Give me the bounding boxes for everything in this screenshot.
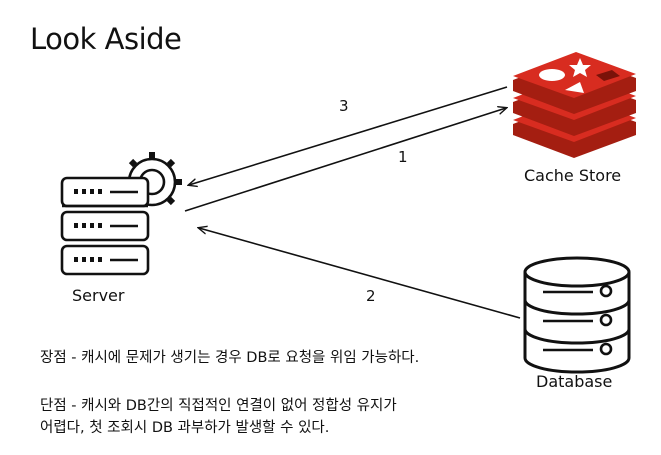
server-label: Server xyxy=(72,286,125,305)
arrow-2-database-to-server xyxy=(199,228,521,319)
step-label-3: 3 xyxy=(339,97,349,115)
step-label-1: 1 xyxy=(398,148,408,166)
cons-note-line1: 단점 - 캐시와 DB간의 직접적인 연결이 없어 정합성 유지가 xyxy=(40,398,397,414)
diagram-title: Look Aside xyxy=(30,22,182,56)
database-icon xyxy=(523,256,631,374)
arrow-3-cache-to-server xyxy=(189,86,508,185)
redis-icon xyxy=(513,52,636,158)
pros-note: 장점 - 캐시에 문제가 생기는 경우 DB로 요청을 위임 가능하다. xyxy=(40,350,420,366)
cons-note-line2: 어렵다, 첫 조회시 DB 과부하가 발생할 수 있다. xyxy=(40,420,330,436)
database-label: Database xyxy=(536,372,613,391)
cache-store-label: Cache Store xyxy=(524,166,622,185)
arrows xyxy=(184,86,521,319)
server-icon xyxy=(60,152,182,276)
step-label-2: 2 xyxy=(366,287,376,305)
arrow-1-server-to-cache xyxy=(184,108,506,212)
